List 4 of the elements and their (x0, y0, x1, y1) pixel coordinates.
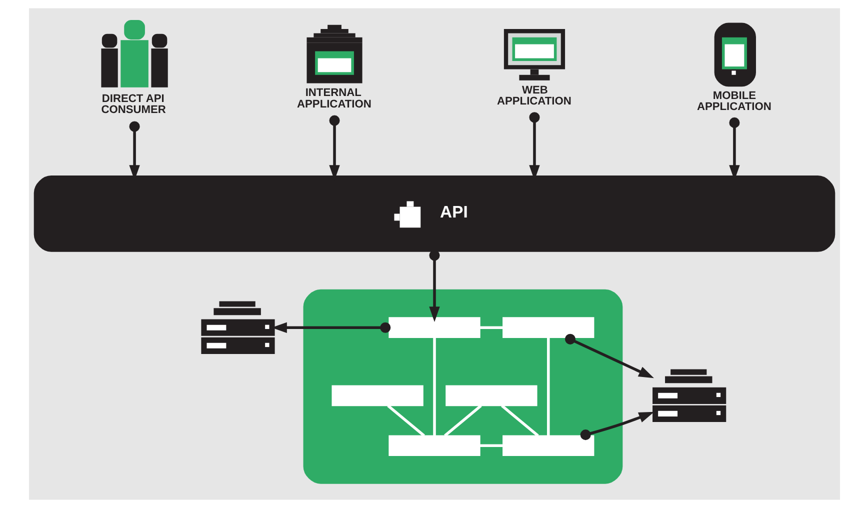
node-label: INTERNAL APPLICATION (296, 87, 371, 110)
node-label: WEB APPLICATION (496, 84, 571, 108)
node-label: MOBILE APPLICATION (696, 90, 771, 114)
node-label: DIRECT API CONSUMER (100, 92, 166, 116)
